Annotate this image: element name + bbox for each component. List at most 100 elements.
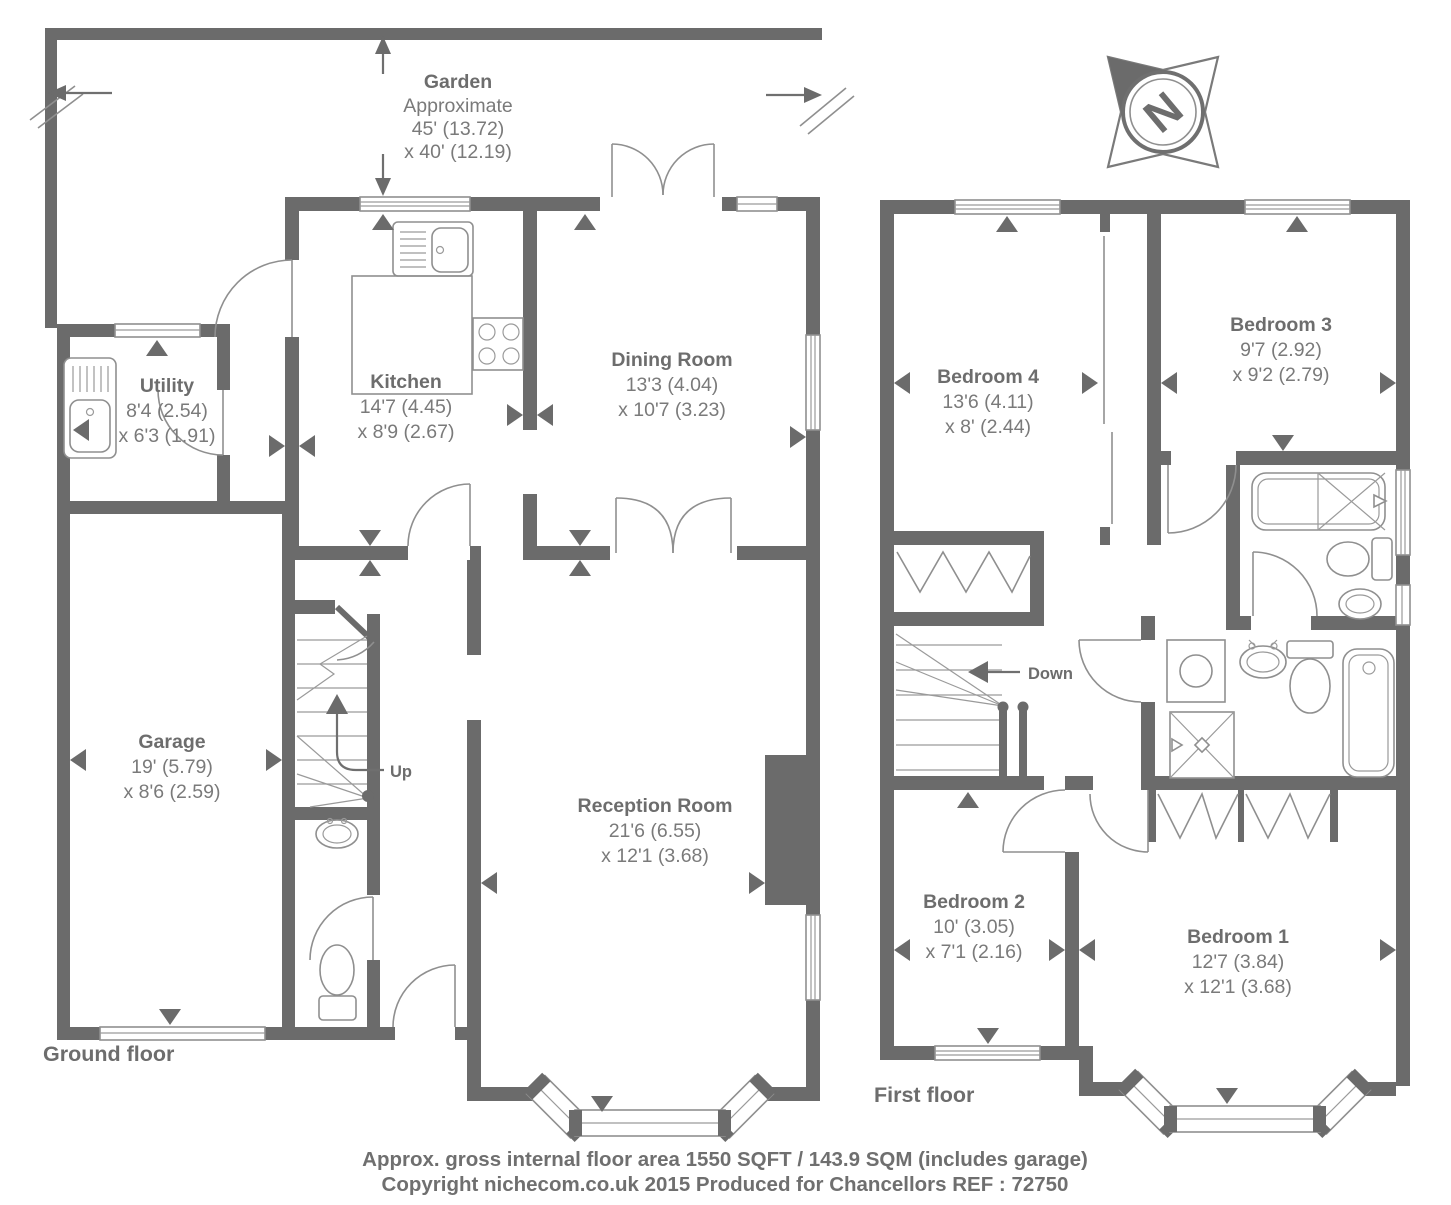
door-bathroom1 [1252, 551, 1318, 617]
closet-doors [896, 550, 1331, 841]
up-label: Up [390, 763, 412, 781]
reception-name: Reception Room [578, 795, 733, 817]
french-doors-garden [611, 143, 715, 197]
door-bedroom3 [1167, 464, 1237, 534]
bedroom2-dim1: 10' (3.05) [933, 916, 1015, 938]
bedroom1-bay-window [1116, 1068, 1374, 1139]
down-arrow [968, 661, 1020, 683]
ground-fixtures [63, 221, 524, 1021]
ground-windows [99, 196, 821, 1041]
bath-icon [1342, 648, 1395, 778]
window [736, 196, 778, 212]
bedroom1-name: Bedroom 1 [1187, 926, 1289, 948]
door-wc [309, 896, 374, 961]
toilet-icon [1286, 640, 1334, 714]
first-floor-label: First floor [874, 1083, 975, 1107]
garden-boundary [29, 28, 855, 328]
door-corridor [214, 259, 293, 338]
bathroom2-fixtures [1166, 639, 1395, 779]
stairs-ground: Up [296, 635, 412, 808]
garage-name: Garage [138, 731, 205, 753]
toilet-icon [1326, 537, 1393, 581]
window [1244, 199, 1351, 215]
window [954, 199, 1061, 215]
garden-sub: Approximate [403, 95, 512, 117]
window [934, 1045, 1041, 1061]
up-arrow [326, 694, 384, 772]
bath-icon [1251, 472, 1388, 531]
shower-icon [1169, 711, 1235, 779]
wardrobe-sliders [1100, 214, 1113, 545]
utility-dim1: 8'4 (2.54) [126, 400, 208, 422]
window [359, 196, 471, 212]
bedroom2-name: Bedroom 2 [923, 891, 1025, 913]
first-doors [1002, 464, 1318, 853]
bedroom3-dim1: 9'7 (2.92) [1240, 339, 1322, 361]
window [1395, 584, 1411, 626]
compass-icon: N [1106, 55, 1220, 169]
door-bedroom2 [1002, 789, 1066, 853]
bedroom4-name: Bedroom 4 [937, 366, 1039, 388]
first-walls [880, 200, 1410, 1096]
utility-name: Utility [140, 375, 194, 397]
reception-dim1: 21'6 (6.55) [609, 820, 702, 842]
door-understairs [334, 604, 377, 661]
window [805, 914, 821, 1001]
kitchen-sink-icon [392, 221, 474, 277]
ground-floor: Up [29, 28, 855, 1143]
dining-name: Dining Room [611, 349, 732, 371]
dining-dim2: x 10'7 (3.23) [618, 399, 726, 421]
french-doors-reception [615, 497, 732, 554]
basin-icon [1338, 588, 1382, 620]
basin-icon [1239, 639, 1287, 679]
kitchen-name: Kitchen [370, 371, 442, 393]
kitchen-counter [351, 275, 473, 395]
front-door [392, 964, 456, 1028]
garden-dim1: 45' (13.72) [412, 118, 505, 140]
window [114, 323, 201, 338]
garden-dimension-arrows [48, 36, 822, 196]
first-floor: Down [874, 199, 1411, 1139]
stairs-first: Down [895, 633, 1073, 790]
bedroom3-dim2: x 9'2 (2.79) [1233, 364, 1330, 386]
door-utility [157, 389, 224, 456]
bedroom2-dim2: x 7'1 (2.16) [926, 941, 1023, 963]
bathroom1-fixtures [1251, 472, 1393, 620]
kitchen-dim2: x 8'9 (2.67) [358, 421, 455, 443]
first-labels: Bedroom 4 13'6 (4.11) x 8' (2.44) Bedroo… [874, 314, 1332, 1107]
ground-doors [157, 143, 732, 1028]
wc-toilet-icon [318, 944, 357, 1021]
door-kitchen-hall [407, 483, 471, 547]
footer-area-text: Approx. gross internal floor area 1550 S… [362, 1148, 1088, 1171]
ground-markers [70, 214, 806, 1112]
bedroom4-dim2: x 8' (2.44) [945, 416, 1031, 438]
bedroom1-dim2: x 12'1 (3.68) [1184, 976, 1292, 998]
dining-dim1: 13'3 (4.04) [626, 374, 719, 396]
garden-dim2: x 40' (12.19) [404, 141, 512, 163]
door-bedroom1 [1089, 790, 1149, 853]
hob-icon [472, 317, 524, 371]
garage-door [99, 1026, 266, 1041]
garage-dim2: x 8'6 (2.59) [124, 781, 221, 803]
utility-dim2: x 6'3 (1.91) [119, 425, 216, 447]
window [1395, 469, 1411, 556]
bedroom4-dim1: 13'6 (4.11) [942, 391, 1033, 413]
window [805, 334, 821, 431]
first-windows [934, 199, 1411, 1061]
footer: Approx. gross internal floor area 1550 S… [362, 1148, 1088, 1196]
bedroom1-dim1: 12'7 (3.84) [1192, 951, 1285, 973]
ground-floor-label: Ground floor [43, 1042, 175, 1066]
first-markers [894, 216, 1396, 1104]
ground-labels: Garden Approximate 45' (13.72) x 40' (12… [43, 71, 733, 1066]
reception-dim2: x 12'1 (3.68) [601, 845, 709, 867]
wc-basin-icon [315, 817, 359, 849]
footer-copyright-text: Copyright nichecom.co.uk 2015 Produced f… [382, 1173, 1069, 1196]
garden-name: Garden [424, 71, 492, 93]
down-label: Down [1028, 665, 1073, 683]
garage-dim1: 19' (5.79) [131, 756, 213, 778]
utility-sink-icon [63, 357, 117, 459]
bedroom3-name: Bedroom 3 [1230, 314, 1332, 336]
kitchen-dim1: 14'7 (4.45) [360, 396, 453, 418]
